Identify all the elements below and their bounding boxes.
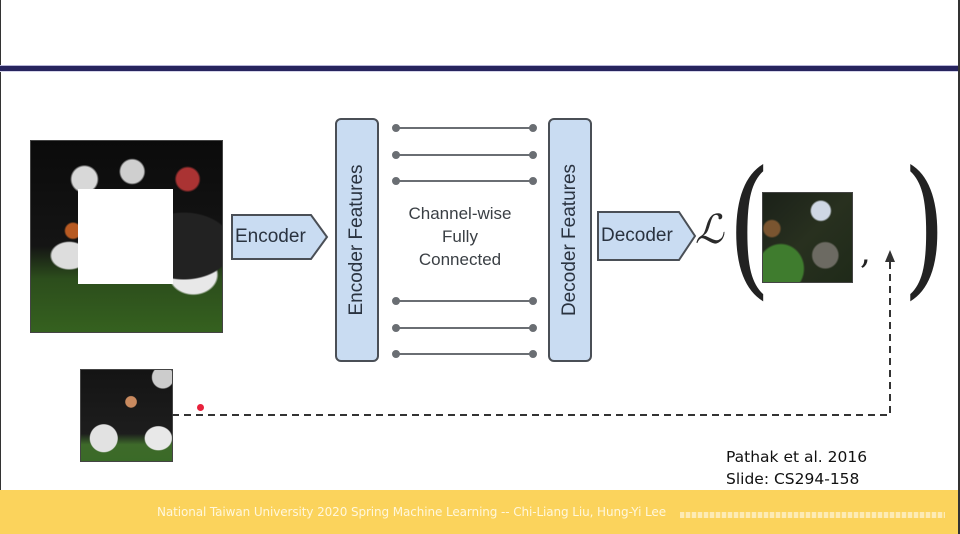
- channel-wise-connectors: [392, 124, 537, 358]
- missing-region-mask: [78, 189, 173, 284]
- encoder-arrow-shape: [231, 214, 329, 260]
- footer-overflow-glyphs: [680, 512, 945, 518]
- footer-bar: National Taiwan University 2020 Spring M…: [0, 490, 958, 534]
- connector-line: [392, 177, 537, 185]
- input-masked-image: [30, 140, 223, 333]
- comma: ,: [860, 232, 871, 272]
- connector-line: [392, 350, 537, 358]
- citation-paper: Pathak et al. 2016: [726, 448, 868, 466]
- footer-text: National Taiwan University 2020 Spring M…: [157, 505, 666, 519]
- decoder-label: Decoder: [601, 225, 673, 246]
- encoder-features-bar: Encoder Features: [335, 118, 379, 362]
- encoder-label: Encoder: [235, 226, 306, 247]
- connector-line: [392, 151, 537, 159]
- encoder-block: Encoder: [231, 214, 329, 260]
- connector-line: [392, 324, 537, 332]
- arrowhead-icon: [885, 250, 895, 262]
- laser-pointer-dot: [197, 404, 204, 411]
- paren-close: ): [902, 140, 947, 314]
- decoder-features-bar: Decoder Features: [548, 118, 592, 362]
- fc-label-line: Fully: [442, 227, 478, 246]
- reconstructed-patch-image: [762, 192, 853, 283]
- title-rule: [0, 65, 958, 72]
- slide-border-left: [0, 0, 1, 534]
- channel-wise-fc-label: Channel-wise Fully Connected: [380, 202, 540, 271]
- connector-line: [392, 297, 537, 305]
- citation-slide-source: Slide: CS294-158: [726, 470, 860, 488]
- fc-label-line: Channel-wise: [408, 204, 512, 223]
- loss-symbol: ℒ: [695, 207, 724, 253]
- decoder-block: Decoder: [597, 211, 697, 261]
- ground-truth-patch-image: [80, 369, 173, 462]
- fc-label-line: Connected: [418, 250, 502, 269]
- connector-line: [392, 124, 537, 132]
- slide-border-right: [958, 0, 960, 534]
- decoder-arrow-shape: [597, 211, 697, 261]
- citation: Pathak et al. 2016 Slide: CS294-158: [726, 446, 867, 490]
